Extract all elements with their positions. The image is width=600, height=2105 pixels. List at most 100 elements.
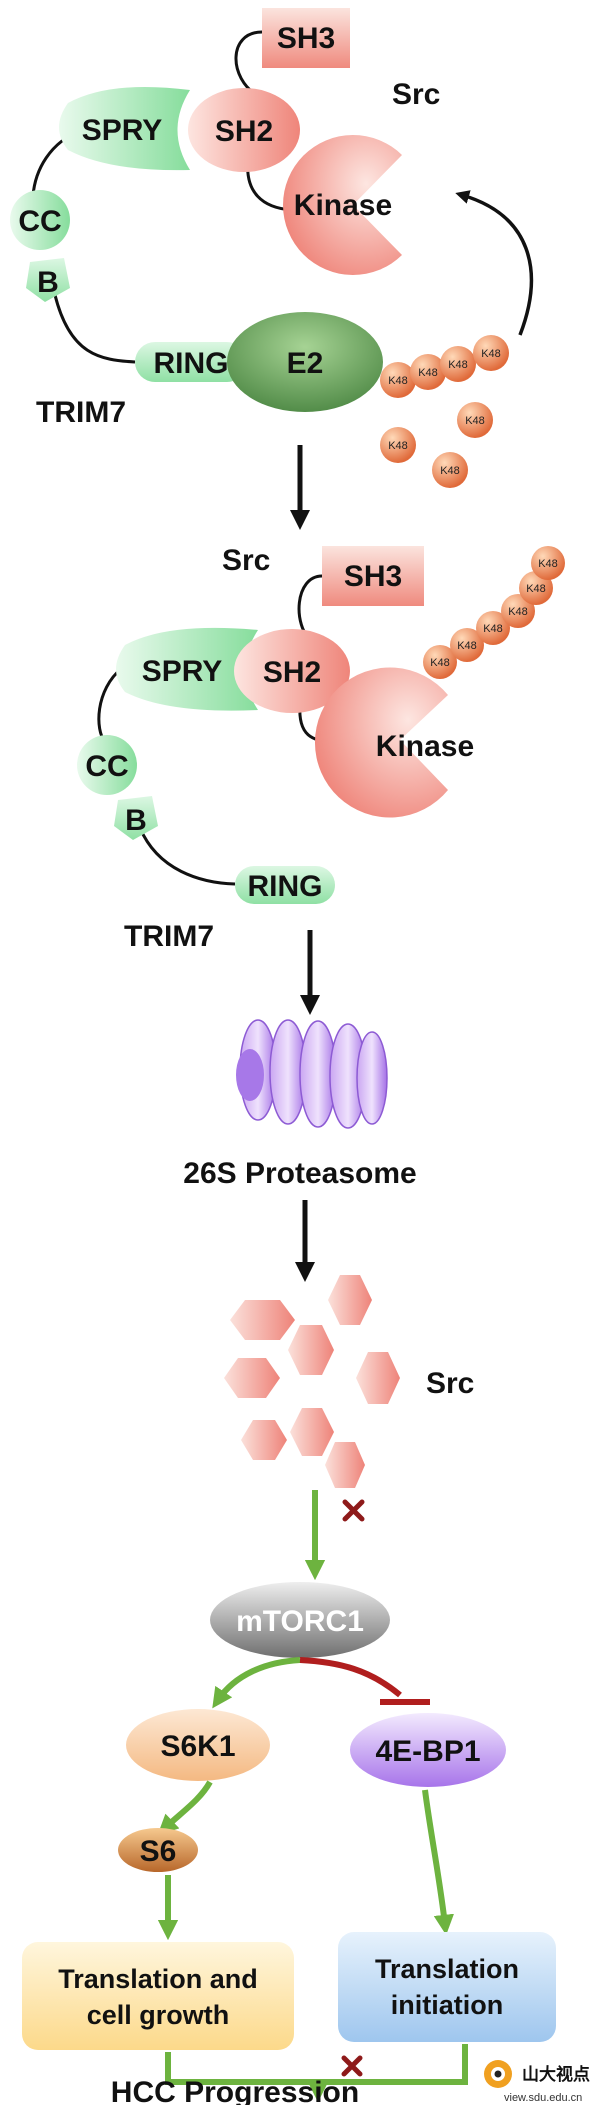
translation-initiation-box [338,1932,556,2042]
mtorc1-to-s6k1-arrow [212,1657,301,1709]
middle-complex: Src SH3 SPRY SH2 Kinase K48 K48 K48 K48 … [77,544,565,953]
top-k48-chain: K48 K48 K48 K48 [380,335,509,398]
mid-sh2-domain [234,629,350,713]
k48-bead [380,427,416,463]
src-fragment [224,1358,280,1398]
top-sh2-label: SH2 [215,115,273,148]
mid-k48-chain: K48 K48 K48 K48 K48 K48 [423,546,565,679]
mid-ring-label: RING [248,870,323,903]
k48-bead [531,546,565,580]
top-cc-label: CC [18,205,61,238]
top-free-k48: K48 K48 K48 [380,402,493,488]
4ebp1-node [350,1713,506,1787]
k48-bead [450,628,484,662]
top-sh3-label: SH3 [277,22,335,55]
mid-b-label: B [125,804,147,837]
top-ring-label: RING [154,347,229,380]
src-fragment [288,1325,334,1375]
mid-sh3-label: SH3 [344,560,402,593]
blocked-cross-icon [342,1499,365,1522]
k48-bead [476,611,510,645]
blocked-cross-icon [341,2055,363,2077]
top-trim7-label: TRIM7 [36,396,126,429]
top-sh2-domain [188,88,300,172]
top-ring-domain [135,342,247,382]
4ebp1-to-box-arrow [422,1789,455,1936]
src-fragment [328,1275,372,1325]
mid-b-domain [114,796,158,840]
k48-bead [440,346,476,382]
mid-linker-b-ring [138,827,236,886]
src-fragment [325,1442,365,1488]
k48-bead [423,645,457,679]
src-fragment [241,1420,287,1460]
watermark-text: 山大视点 [522,2064,590,2084]
top-kinase-label: Kinase [294,189,392,222]
box-right-line-2: initiation [391,1990,503,2020]
s6-label: S6 [140,1835,177,1868]
mtorc1-label: mTORC1 [236,1605,364,1638]
top-sh3-domain [262,8,350,68]
k48-label: K48 [483,623,503,635]
src-fragment [356,1352,400,1404]
k48-label: K48 [457,640,477,652]
mid-kinase-domain [314,667,448,818]
mid-spry-domain [116,627,258,711]
proteasome: 26S Proteasome [183,1019,417,1190]
k48-bead [473,335,509,371]
top-e2-label: E2 [287,347,324,380]
s6k1-to-s6-arrow [157,1780,213,1835]
mtorc1-node [210,1582,390,1658]
mid-cc-label: CC [85,750,128,783]
k48-label: K48 [448,359,468,371]
k48-bead [380,362,416,398]
watermark-logo-icon [484,2060,512,2088]
s6k1-label: S6K1 [160,1730,235,1763]
top-kinase-domain [283,134,402,275]
k48-label: K48 [388,440,408,452]
top-cc-domain [10,190,70,250]
k48-bead [457,402,493,438]
k48-bead [501,594,535,628]
top-complex: SH3 Src SPRY SH2 Kinase CC B RING E2 TRI… [10,8,533,488]
s6k1-node [126,1709,270,1781]
top-b-label: B [37,266,59,299]
k48-label: K48 [481,348,501,360]
top-e2-enzyme [227,312,383,412]
pathway: mTORC1 S6K1 4E-BP1 S6 Translation and ce… [22,1582,556,2105]
k48-label: K48 [538,558,558,570]
mid-spry-label: SPRY [142,655,223,688]
mid-kinase-label: Kinase [376,730,474,763]
k48-label: K48 [430,657,450,669]
k48-label: K48 [418,367,438,379]
translation-cell-growth-box [22,1942,294,2050]
top-linker-sh3-sh2 [234,30,263,98]
k48-label: K48 [508,606,528,618]
degraded-src-label: Src [426,1367,474,1400]
ubiquitin-transfer-arrow [455,190,533,336]
top-b-domain [26,258,70,302]
mid-trim7-label: TRIM7 [124,920,214,953]
src-fragment [230,1300,295,1340]
box-right-line-1: Translation [375,1954,519,1984]
mid-cc-domain [77,735,137,795]
top-spry-label: SPRY [82,114,163,147]
top-spry-domain [59,86,190,171]
top-linker-b-ring [53,294,136,364]
watermark: 山大视点 view.sdu.edu.cn [484,2060,590,2104]
watermark-url: view.sdu.edu.cn [504,2092,582,2104]
mid-sh3-domain [322,546,424,606]
k48-label: K48 [465,415,485,427]
proteasome-coil [236,1019,388,1129]
mid-src-label: Src [222,544,270,577]
proteasome-label: 26S Proteasome [183,1157,416,1190]
k48-bead [432,452,468,488]
k48-label: K48 [526,583,546,595]
k48-label: K48 [388,375,408,387]
top-src-label: Src [392,78,440,111]
k48-label: K48 [440,465,460,477]
s6-node [118,1828,198,1872]
hcc-progression-label: HCC Progression [111,2076,359,2105]
mid-sh2-label: SH2 [263,656,321,689]
mid-ring-domain [235,866,335,904]
